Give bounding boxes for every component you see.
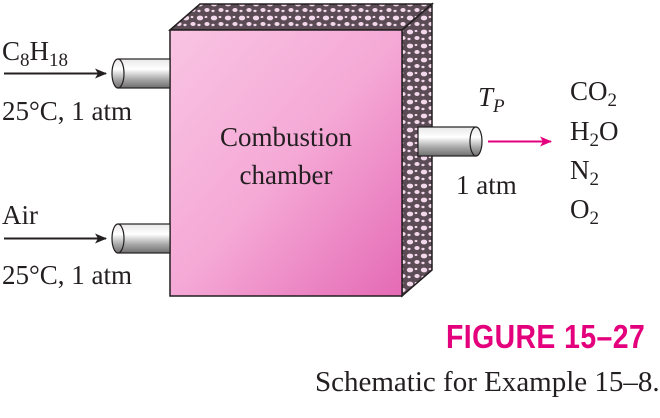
air-inlet-pipe [111, 223, 171, 254]
fuel-formula: C8H18 [2, 36, 69, 71]
schematic-diagram [4, 2, 552, 298]
outlet-pipe [417, 126, 483, 157]
product-co2: CO2 [570, 76, 618, 111]
product-n2: N2 [570, 155, 599, 190]
chamber-label-line2: chamber [239, 160, 333, 190]
figure-number: FIGURE 15–27 [446, 318, 646, 355]
fuel-inlet-pipe [111, 58, 171, 89]
chamber-label-line1: Combustion [219, 122, 353, 152]
insulation-top-face [167, 3, 435, 31]
air-label: Air [2, 200, 38, 230]
product-h2o: H2O [570, 116, 619, 151]
air-conditions: 25°C, 1 atm [2, 260, 133, 290]
product-o2: O2 [570, 194, 599, 229]
figure-caption: Schematic for Example 15–8. [315, 366, 660, 398]
outlet-pressure: 1 atm [456, 170, 517, 200]
fuel-conditions: 25°C, 1 atm [2, 96, 133, 126]
product-temperature: TP [478, 82, 505, 117]
combustion-chamber [169, 29, 403, 297]
